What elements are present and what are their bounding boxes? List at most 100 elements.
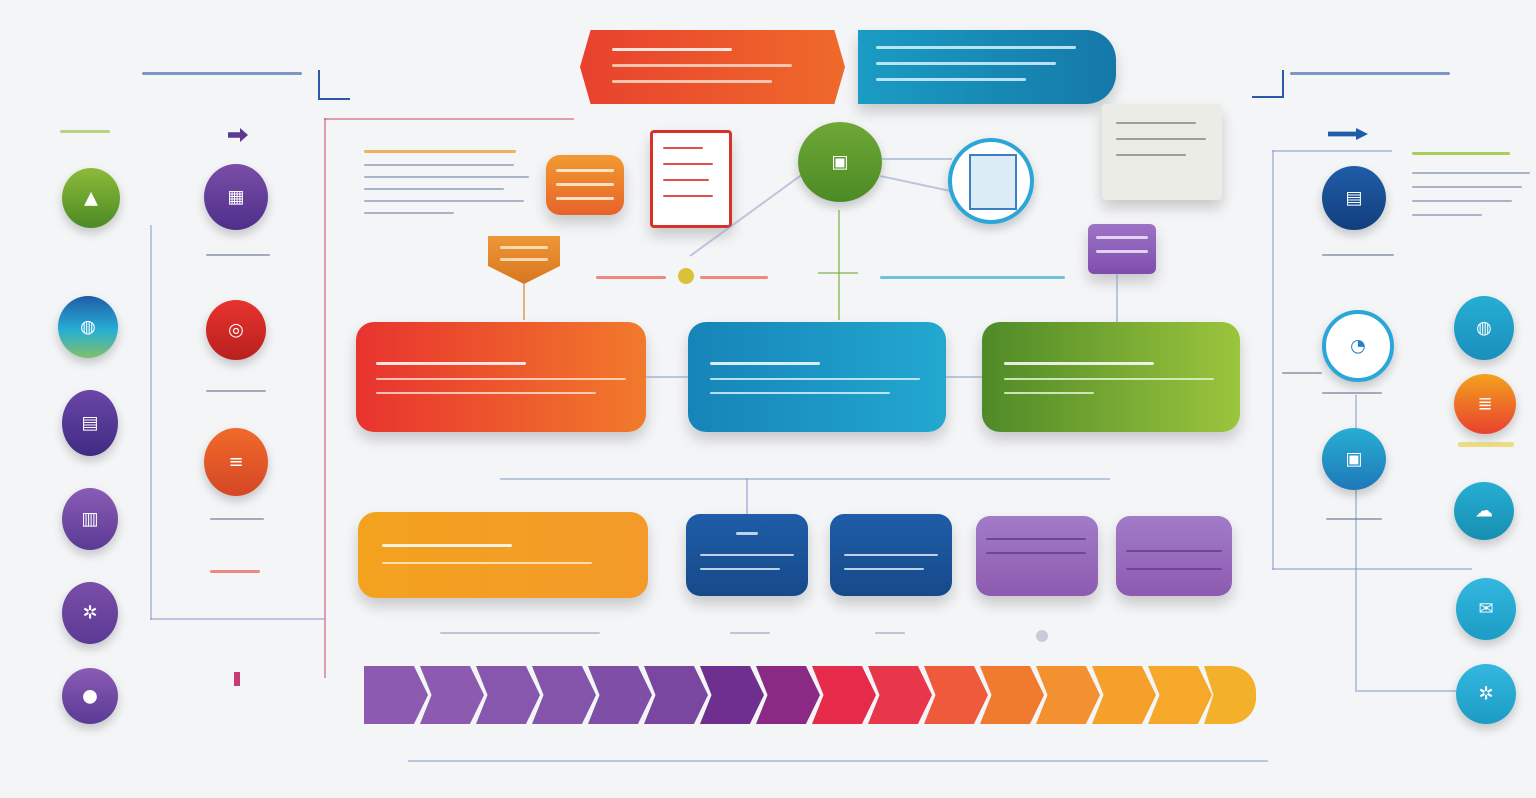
timeline-chevron-12 [980,666,1044,724]
green-card-line-1 [1004,378,1214,380]
timeline-chevron-1 [364,666,428,724]
process-card-red [356,322,646,432]
frame-far-right-bottom [1355,690,1465,692]
row2-vertical-connector [746,478,748,514]
banner-red-line-3 [612,80,772,83]
green-to-blue-connector-lower [879,175,951,192]
banner-teal-line-1 [876,46,1076,49]
text-block-line-1 [364,164,514,166]
leaf-glyph: ▲ [84,187,98,209]
hex-badge-line-1 [500,246,548,249]
orange-hex-badge [488,236,560,284]
screen-glyph: ▣ [1345,448,1363,470]
frame-right-vertical [1272,150,1274,570]
timeline-chevron-8 [756,666,820,724]
mid-horizontal-connector [500,478,1110,480]
text-block-line-4 [364,200,524,202]
teal-card-line-2 [710,392,890,394]
frame-left-bracket-bottom [150,618,325,620]
timeline-chevron-11 [924,666,988,724]
red-card-title [376,362,526,365]
text-block-line-2 [364,176,529,178]
blue-document-sheet [969,154,1017,210]
timeline-chevron-15 [1148,666,1212,724]
top-left-caption [142,72,302,75]
teal-card-line-1 [710,378,920,380]
process-card-navy-1 [686,514,808,596]
notes-line-4 [663,195,713,197]
navy2-line-2 [844,568,924,570]
purple1-line-1 [986,538,1086,540]
chat-glyph: ✉ [1478,598,1494,620]
purple-document-icon-2: ▦ [204,164,268,230]
center-dot-yellow [678,268,694,284]
navy1-title [736,532,758,535]
timeline-chevron-7 [700,666,764,724]
row1-connector-b [946,376,982,378]
user-glyph: ● [82,685,98,707]
top-left-arrow-icon [318,70,350,100]
top-right-caption [1290,72,1450,75]
purple-chart-icon: ▥ [62,488,118,550]
timeline-marker-dot [1036,630,1048,642]
cyan-gear-glyph: ✲ [1478,683,1494,705]
text-block-line-3 [364,188,504,190]
mid-left-arrow-icon [228,128,248,142]
frame-far-right-mid [1272,568,1472,570]
process-card-navy-2 [830,514,952,596]
process-card-purple-2 [1116,516,1232,596]
chart-glyph: ▥ [81,508,99,530]
far-right-line-4 [1412,214,1482,216]
briefcase-glyph: ▣ [831,151,849,173]
right-caption-3 [1326,518,1382,520]
document-glyph: ▤ [81,412,99,434]
top-right-arrow-icon [1252,70,1284,98]
paper-line-2 [1116,138,1206,140]
banner-red-line-1 [612,48,732,51]
teal-globe-icon: ◍ [58,296,118,358]
green-to-blue-connector [882,158,952,160]
globe-glyph: ◍ [80,316,96,338]
navy-document-icon: ▤ [1322,166,1386,230]
timeline-chevron-2 [420,666,484,724]
frame-right-top [1272,150,1392,152]
blue-document-icon [948,138,1034,224]
purple-user-icon: ● [62,668,118,724]
navy1-line-2 [700,568,780,570]
center-caption-left [596,276,666,279]
timeline-chevron-4 [532,666,596,724]
orange-tag-line-3 [556,197,614,200]
red-notes-icon [650,130,732,228]
row1-connector-a [646,376,688,378]
purple2-line-2 [1126,568,1222,570]
document-glyph-2: ▦ [227,186,245,208]
timeline-caption-1 [440,632,600,634]
top-banner-teal [858,30,1116,104]
cyan-gear-icon: ✲ [1456,664,1516,724]
mid-left-red-mark [210,570,260,573]
text-block-line-5 [364,212,454,214]
banner-teal-line-2 [876,62,1056,65]
notes-line-1 [663,147,703,149]
red-target-icon: ◎ [206,300,266,360]
purple-document-icon: ▤ [62,390,118,456]
orange-list-icon: ≡ [204,428,268,496]
purple-stack-tag [1088,224,1156,274]
process-card-yellow [358,512,648,598]
cyan-globe-glyph: ◍ [1476,317,1492,339]
frame-far-right [1355,395,1357,690]
far-right-line-3 [1412,200,1512,202]
process-card-teal [688,322,946,432]
timeline-caption-2 [730,632,770,634]
banner-red-line-2 [612,64,792,67]
paper-line-3 [1116,154,1186,156]
purple1-line-2 [986,552,1086,554]
orange-speech-tag [546,155,624,215]
cyan-chat-icon: ✉ [1456,578,1516,640]
orange-tag-line-2 [556,183,614,186]
mid-left-caption-2 [206,390,266,392]
navy2-line-1 [844,554,938,556]
frame-top-left [324,118,574,120]
cyan-globe-icon: ◍ [1454,296,1514,360]
